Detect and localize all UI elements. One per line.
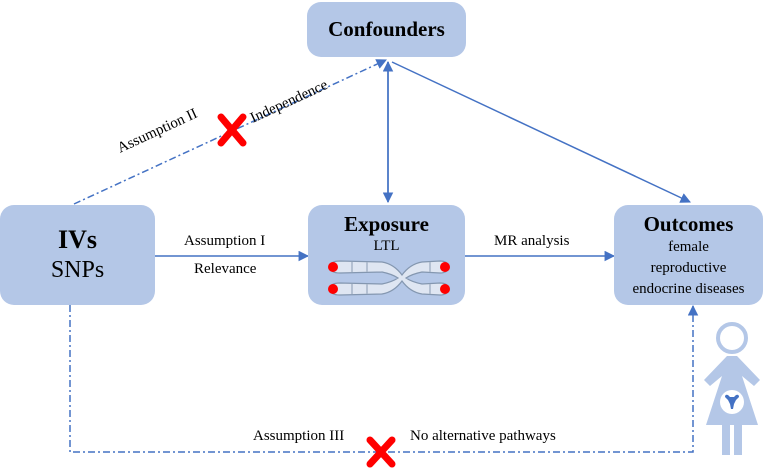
mr-analysis-label: MR analysis	[494, 233, 570, 249]
cross-mark-icon	[366, 436, 396, 468]
assumption-1-label: Assumption I	[184, 233, 266, 249]
assumption-3-label: Assumption III	[253, 428, 345, 444]
arrow-ivs-to-outcomes	[69, 304, 699, 453]
confounders-node: Confounders	[307, 2, 466, 57]
ivs-title: IVs	[57, 225, 97, 254]
outcomes-line-3: endocrine diseases	[632, 281, 745, 297]
no-alternative-pathways-label: No alternative pathways	[410, 428, 556, 444]
outcomes-node: Outcomes female reproductive endocrine d…	[614, 205, 763, 305]
exposure-title: Exposure	[344, 212, 429, 236]
ivs-subtitle: SNPs	[50, 257, 105, 283]
arrow-confounders-to-outcomes	[391, 61, 691, 203]
exposure-subtitle: LTL	[373, 238, 400, 254]
chromosome-icon	[327, 260, 450, 296]
female-reproductive-icon	[704, 322, 760, 455]
exposure-node: Exposure LTL	[308, 205, 465, 305]
relevance-label: Relevance	[194, 261, 257, 277]
ivs-node: IVs SNPs	[0, 205, 155, 305]
outcomes-title: Outcomes	[643, 212, 734, 236]
confounders-title: Confounders	[328, 17, 445, 41]
cross-mark-icon	[217, 113, 247, 147]
outcomes-line-2: reproductive	[650, 260, 727, 276]
outcomes-line-1: female	[668, 239, 709, 255]
